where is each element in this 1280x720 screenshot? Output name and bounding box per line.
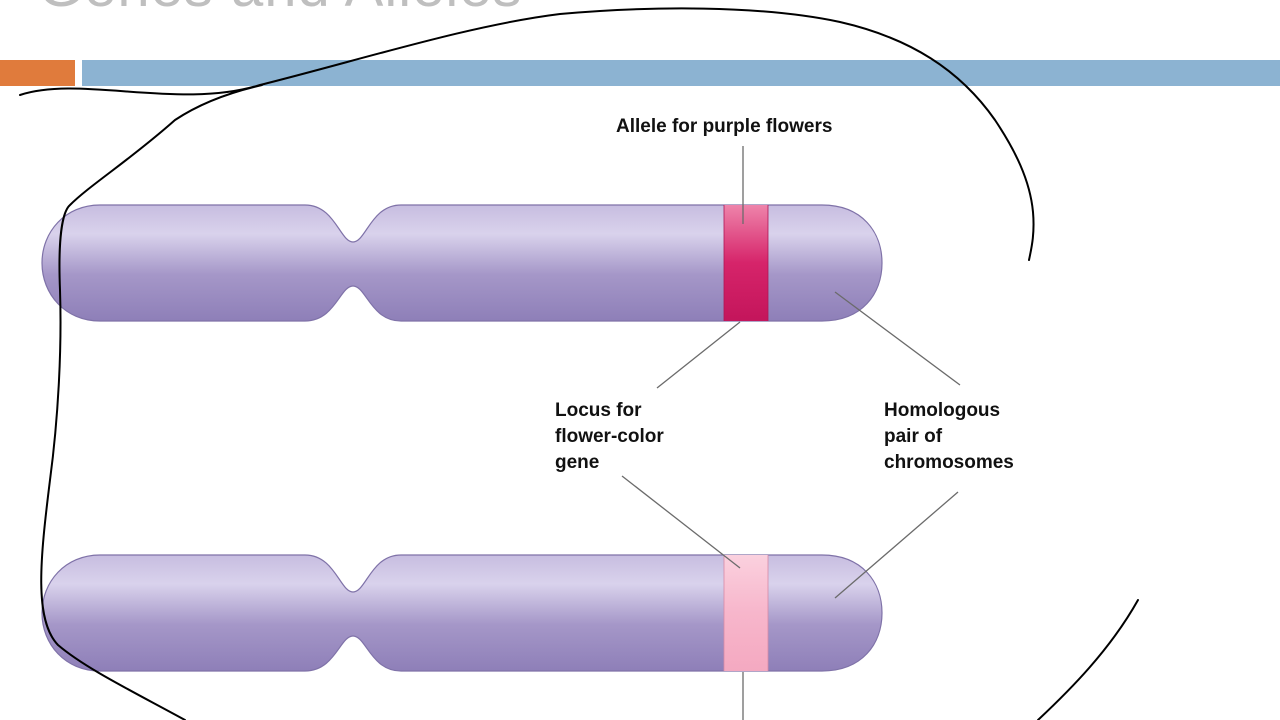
leader-line-locus-top bbox=[656, 321, 741, 389]
hand-drawn-annotation-loop bbox=[19, 7, 1139, 720]
allele-band-dominant bbox=[723, 205, 769, 321]
label-homologous-line-3: chromosomes bbox=[884, 452, 1014, 473]
leader-line-locus-bottom bbox=[621, 475, 741, 569]
label-allele-text: Allele for purple flowers bbox=[616, 116, 833, 137]
leader-line-homologous-bottom bbox=[834, 491, 959, 599]
title-accent-bar-orange bbox=[0, 60, 75, 86]
chromosome-top bbox=[41, 204, 883, 322]
label-homologous-pair: Homologous pair of chromosomes bbox=[884, 398, 1014, 476]
label-locus-line-3: gene bbox=[555, 452, 600, 473]
label-homologous-line-1: Homologous bbox=[884, 400, 1001, 421]
leader-line-homologous-top bbox=[834, 291, 961, 386]
title-accent-bar-blue bbox=[82, 60, 1280, 86]
chromosome-bottom bbox=[41, 554, 883, 672]
label-locus-line-2: flower-color bbox=[555, 426, 664, 447]
allele-band-recessive bbox=[723, 555, 769, 671]
label-locus-flower-color-gene: Locus for flower-color gene bbox=[555, 398, 664, 476]
chromosome-bottom-body bbox=[41, 554, 883, 672]
label-locus-line-1: Locus for bbox=[555, 400, 642, 421]
chromosome-top-body bbox=[41, 204, 883, 322]
label-allele-purple-flowers: Allele for purple flowers bbox=[616, 114, 832, 140]
label-homologous-line-2: pair of bbox=[884, 426, 943, 447]
slide-title: Genes and Alleles bbox=[38, 0, 523, 16]
